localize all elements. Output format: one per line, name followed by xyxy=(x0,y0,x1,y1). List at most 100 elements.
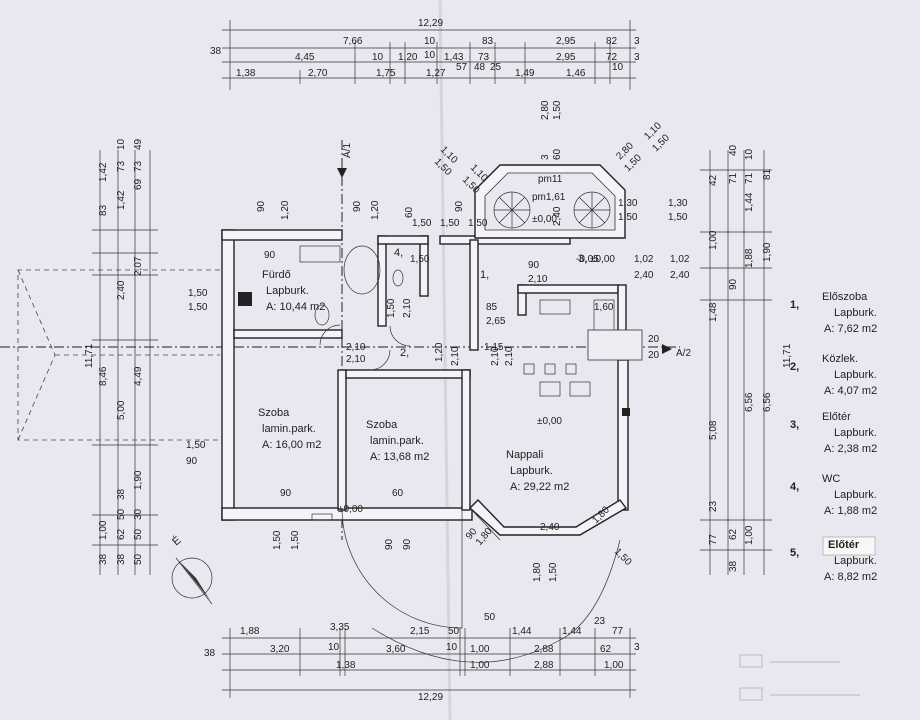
dim-inner-180c: 1,50 xyxy=(612,546,634,568)
dim-inner-240b: 2,40 xyxy=(670,270,690,281)
room-num-4: 4, xyxy=(394,247,403,259)
dim-inner-150n: 90 xyxy=(402,538,413,550)
dim-top-120: 1,20 xyxy=(398,52,418,63)
dim-inner-210a: 2,10 xyxy=(528,274,548,285)
dim-bottom-10a: 10 xyxy=(328,642,340,653)
dim-bottom-3: 3 xyxy=(634,642,640,653)
stair-label-pm11: pm11 xyxy=(538,174,563,185)
dim-left-1171: 11,71 xyxy=(84,343,95,368)
dim-inner-20b: 20 xyxy=(648,350,660,361)
door-swings xyxy=(319,324,621,663)
dim-left-69: 69 xyxy=(133,178,144,190)
dim-left-500: 5,00 xyxy=(116,400,127,420)
north-arrow: É xyxy=(170,534,213,605)
dim-right-71b: 71 xyxy=(744,172,755,184)
dim-left-142a: 1,42 xyxy=(98,162,109,182)
legend-area: A: 7,62 m2 xyxy=(824,323,877,335)
dim-inner-20a: 20 xyxy=(648,334,660,345)
dim-top-270: 2,70 xyxy=(308,68,328,79)
chair-icon xyxy=(523,363,535,375)
dim-inner-210c: 2,10 xyxy=(346,354,366,365)
section-a1-marker xyxy=(337,168,347,178)
dim-bottom-215: 2,15 xyxy=(410,626,430,637)
dim-inner-210d: 2,10 xyxy=(450,346,461,366)
dim-bottom-77: 77 xyxy=(612,626,624,637)
dim-bottom-total: 12,29 xyxy=(418,692,443,703)
dim-inner-150h: 1,50 xyxy=(410,254,430,265)
dim-left-190: 1,90 xyxy=(133,470,144,490)
dim-inner-005: ±0,00 xyxy=(338,504,363,515)
room-nappali-name: Nappali xyxy=(506,449,543,461)
dim-inner-90g: 60 xyxy=(392,488,404,499)
legend-num: 5, xyxy=(790,547,799,559)
hatch-legend xyxy=(739,654,860,701)
dim-right-656b: 6,56 xyxy=(762,392,773,412)
dim-inner-90e: 90 xyxy=(528,260,540,271)
room-nappali-floor: Lapburk. xyxy=(510,465,553,477)
building-walls xyxy=(221,229,629,536)
dim-top-total: 12,29 xyxy=(418,18,443,29)
room-nappali-area: A: 29,22 m2 xyxy=(510,481,569,493)
legend-floor: Lapburk. xyxy=(834,489,877,501)
room-szoba2-area: A: 13,68 m2 xyxy=(370,451,429,463)
kitchen-sink-icon xyxy=(539,299,571,315)
dim-left-50c: 50 xyxy=(133,553,144,565)
dim-inner-240d: 2,40 xyxy=(552,206,563,226)
dim-inner-102a: 1,02 xyxy=(634,254,654,265)
dim-inner-210e: 2,10 xyxy=(490,346,501,366)
dim-bottom-50: 50 xyxy=(448,626,460,637)
dim-left-73b: 73 xyxy=(133,160,144,172)
legend-area: A: 1,88 m2 xyxy=(824,505,877,517)
dim-inner-180a: 1,80 xyxy=(532,562,543,582)
dim-right-62: 62 xyxy=(728,528,739,540)
dim-top-10a: 10 xyxy=(424,36,436,47)
dim-top-10c: 10 xyxy=(372,52,384,63)
legend-floor: Lapburk. xyxy=(834,307,877,319)
dim-inner-130a: 1,30 xyxy=(618,198,638,209)
legend-area: A: 8,82 m2 xyxy=(824,571,877,583)
boiler-icon xyxy=(238,292,252,306)
fixtures xyxy=(238,245,643,521)
bathtub-icon xyxy=(343,245,381,295)
dim-left-240: 2,40 xyxy=(116,280,127,300)
dim-bottom-100a: 1,00 xyxy=(470,644,490,655)
dim-inner-90a: 90 xyxy=(256,200,267,212)
legend-num: 1, xyxy=(790,299,799,311)
dim-inner-3: -0,05 xyxy=(576,254,599,265)
dim-inner-210h: 2,10 xyxy=(402,298,413,318)
dim-inner-150c: 1,50 xyxy=(468,218,488,229)
stair-label-pm161: pm1,61 xyxy=(532,192,566,203)
chair-icon xyxy=(565,363,577,375)
room-szoba1-floor: lamin.park. xyxy=(262,423,316,435)
dim-inner-240a: 2,40 xyxy=(634,270,654,281)
stair-label-000: ±0,00 xyxy=(532,214,557,225)
dim-inner-85: 85 xyxy=(486,302,498,313)
room-num-1: 1, xyxy=(480,269,489,281)
room-szoba1-area: A: 16,00 m2 xyxy=(262,439,321,451)
dim-left-100a: 1,00 xyxy=(98,520,109,540)
dim-bottom-50b: 50 xyxy=(484,612,496,623)
legend-name: Előszoba xyxy=(822,291,868,303)
room-szoba2-name: Szoba xyxy=(366,419,398,431)
dim-inner-150a: 1,50 xyxy=(412,218,432,229)
dim-inner-150d: 1,50 xyxy=(188,288,208,299)
dim-inner-150t: 60 xyxy=(552,148,563,160)
dim-inner-90f: 90 xyxy=(280,488,292,499)
dim-bottom-10b: 10 xyxy=(446,642,458,653)
legend-name: Közlek. xyxy=(822,353,858,365)
dim-left-30: 30 xyxy=(133,508,144,520)
dim-inner-210g: 1,50 xyxy=(386,298,397,318)
dim-top-127: 1,27 xyxy=(426,68,446,79)
right-dimension-chains: 40 10 42 71 71 81 1,44 1,90 1,88 1,00 90… xyxy=(700,144,793,575)
dim-left-38a: 38 xyxy=(116,488,127,500)
kitchen-counter xyxy=(587,329,643,361)
dim-inner-120a: 1,20 xyxy=(280,200,291,220)
dim-inner-210f: 2,10 xyxy=(504,346,515,366)
dashed-terrace-outline xyxy=(17,269,220,441)
dim-top-138: 1,38 xyxy=(236,68,256,79)
dim-inner-60: 60 xyxy=(404,206,415,218)
toilet-icon xyxy=(314,304,330,326)
dim-right-1171: 11,71 xyxy=(782,343,793,368)
dim-top-83: 83 xyxy=(482,36,494,47)
legend-name: Előtér xyxy=(822,411,851,423)
